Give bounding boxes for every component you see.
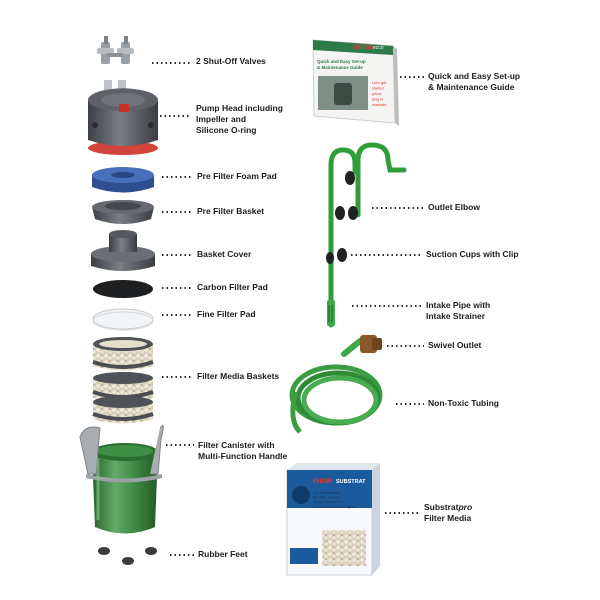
guide-brand: EHEIM xyxy=(354,45,373,51)
guide-side-line-0: Let's get xyxy=(372,81,387,85)
label-basket-cover: Basket Cover xyxy=(197,249,252,259)
label-intake-pipe: Intake Pipe with Intake Strainer xyxy=(426,300,491,321)
box-line-3: Masse Filtrante biologica xyxy=(313,505,356,509)
guide-side-line-1: started xyxy=(372,87,384,91)
outlet-elbow-and-intake-pipe xyxy=(327,142,407,328)
label-tubing: Non-Toxic Tubing xyxy=(428,398,499,408)
non-toxic-tubing xyxy=(289,364,383,434)
label-suction-cups: Suction Cups with Clip xyxy=(426,249,519,259)
label-substrat: Substratpro Filter Media xyxy=(424,502,473,523)
rubber-feet xyxy=(98,547,157,565)
label-prefilter-foam: Pre Filter Foam Pad xyxy=(197,171,277,181)
box-line-1: Bio filter medium xyxy=(313,496,341,500)
guide-title-1: Quick and Easy Set-up xyxy=(317,59,366,64)
label-rubber-feet: Rubber Feet xyxy=(198,549,248,559)
box-line-0: Bio-Filtermedium xyxy=(313,491,342,495)
label-prefilter-basket: Pre Filter Basket xyxy=(197,206,265,216)
suction-cups xyxy=(326,171,358,264)
label-canister: Filter Canister with Multi-Function Hand… xyxy=(198,440,288,461)
label-guide: Quick and Easy Set-up & Maintenance Guid… xyxy=(428,71,521,92)
swivel-outlet xyxy=(341,335,382,357)
label-media-baskets: Filter Media Baskets xyxy=(197,371,280,381)
pump-head xyxy=(88,80,158,155)
carbon-filter-pad xyxy=(93,280,153,298)
prefilter-foam-pad xyxy=(92,167,154,193)
shut-off-valves xyxy=(97,36,134,64)
guide-title-2: & Maintenance Guide xyxy=(317,65,363,70)
guide-side-line-3: plug in xyxy=(372,98,383,102)
label-shut-off-valves: 2 Shut-Off Valves xyxy=(196,56,266,66)
label-fine-pad: Fine Filter Pad xyxy=(197,309,256,319)
guide-side-line-4: maintain xyxy=(372,103,386,107)
label-carbon-pad: Carbon Filter Pad xyxy=(197,282,268,292)
box-line-2: Masse filtrante bio xyxy=(313,500,344,504)
filter-canister xyxy=(79,425,164,534)
box-product: SUBSTRAT xyxy=(336,479,366,485)
label-swivel-outlet: Swivel Outlet xyxy=(428,340,482,350)
filter-media-baskets xyxy=(92,337,154,424)
substrat-pro: pro xyxy=(458,502,473,512)
label-outlet-elbow: Outlet Elbow xyxy=(428,202,480,212)
prefilter-basket xyxy=(92,200,154,224)
maintenance-guide-booklet: EHEIM ecco Quick and Easy Set-up & Maint… xyxy=(312,39,399,126)
basket-cover xyxy=(91,230,155,271)
label-pump-head: Pump Head including Impeller and Silicon… xyxy=(196,103,283,135)
guide-model: ecco xyxy=(373,45,384,51)
substrat-word: Substrat xyxy=(424,502,459,512)
box-brand: EHEIM xyxy=(313,479,332,485)
fine-filter-pad xyxy=(92,308,154,331)
guide-side-line-2: prime xyxy=(372,92,382,96)
